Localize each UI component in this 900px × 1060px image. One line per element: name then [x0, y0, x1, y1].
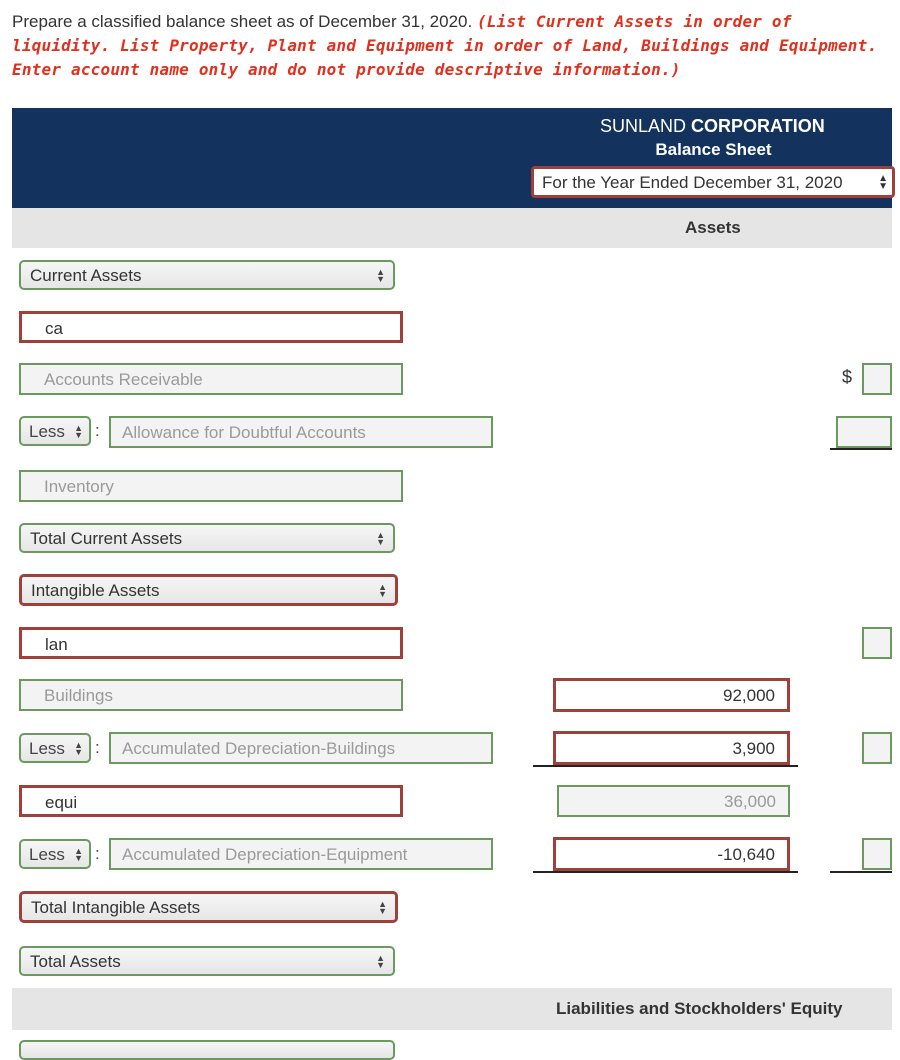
allowance-amount-input[interactable] [836, 416, 892, 448]
less-dropdown[interactable]: Less ▲▼ [19, 416, 91, 446]
input-value: Buildings [44, 686, 113, 705]
equipment-account-input[interactable]: equi [19, 785, 403, 817]
input-value: equi [45, 793, 78, 812]
current-assets-dropdown[interactable]: Current Assets ▲▼ [19, 260, 395, 290]
colon-separator: : [95, 738, 100, 757]
select-arrows-icon: ▲▼ [376, 953, 385, 970]
input-value: Accumulated Depreciation-Equipment [122, 845, 408, 864]
select-arrows-icon: ▲▼ [74, 846, 83, 863]
select-arrows-icon: ▲▼ [74, 740, 83, 757]
assets-section-band [12, 208, 892, 248]
instructions: Prepare a classified balance sheet as of… [12, 10, 892, 82]
buildings-field[interactable]: Buildings [19, 679, 403, 711]
input-value: 92,000 [723, 686, 775, 705]
period-value: For the Year Ended December 31, 2020 [542, 173, 843, 192]
dropdown-value: Less [29, 739, 65, 758]
input-value: Allowance for Doubtful Accounts [122, 423, 366, 442]
accum-dep-equipment-field[interactable]: Accumulated Depreciation-Equipment [109, 838, 493, 870]
liabilities-dropdown[interactable] [19, 1040, 395, 1060]
allowance-field[interactable]: Allowance for Doubtful Accounts [109, 416, 493, 448]
total-current-assets-dropdown[interactable]: Total Current Assets ▲▼ [19, 523, 395, 553]
input-value: lan [45, 635, 68, 654]
input-value: Accumulated Depreciation-Buildings [122, 739, 396, 758]
dropdown-value: Current Assets [30, 266, 142, 285]
input-value: 36,000 [724, 792, 776, 811]
dropdown-value: Total Intangible Assets [31, 898, 201, 917]
current-asset-account-input[interactable]: ca [19, 311, 403, 343]
select-arrows-icon: ▲▼ [378, 899, 387, 916]
accounts-receivable-amount-input[interactable] [862, 363, 892, 395]
less-dropdown[interactable]: Less ▲▼ [19, 839, 91, 869]
total-assets-dropdown[interactable]: Total Assets ▲▼ [19, 946, 395, 976]
subtotal-rule [830, 448, 892, 450]
buildings-amount-input[interactable]: 92,000 [553, 678, 790, 712]
liabilities-heading: Liabilities and Stockholders' Equity [556, 999, 843, 1018]
buildings-net-amount-input[interactable] [862, 732, 892, 764]
dropdown-value: Less [29, 422, 65, 441]
instructions-text: Prepare a classified balance sheet as of… [12, 12, 477, 31]
period-dropdown[interactable]: For the Year Ended December 31, 2020 ▲▼ [531, 166, 895, 198]
equipment-amount-input[interactable]: 36,000 [557, 785, 790, 817]
total-intangible-assets-dropdown[interactable]: Total Intangible Assets ▲▼ [19, 891, 398, 923]
statement-title: Balance Sheet [655, 140, 772, 159]
select-arrows-icon: ▲▼ [878, 173, 888, 192]
dropdown-value: Less [29, 845, 65, 864]
input-value: ca [45, 319, 63, 338]
input-value: Accounts Receivable [44, 370, 203, 389]
colon-separator: : [95, 844, 100, 863]
dollar-sign: $ [842, 367, 853, 387]
assets-heading: Assets [685, 218, 741, 237]
subtotal-rule [533, 765, 798, 767]
dropdown-value: Total Assets [30, 952, 121, 971]
accounts-receivable-field[interactable]: Accounts Receivable [19, 363, 403, 395]
accum-dep-buildings-amount-input[interactable]: 3,900 [553, 731, 790, 765]
total-rule [830, 871, 892, 873]
input-value: Inventory [44, 477, 114, 496]
dropdown-value: Intangible Assets [31, 581, 160, 600]
input-value: 3,900 [732, 739, 775, 758]
company-name: SUNLAND CORPORATION [600, 116, 825, 136]
input-value: -10,640 [717, 845, 775, 864]
colon-separator: : [95, 421, 100, 440]
select-arrows-icon: ▲▼ [378, 582, 387, 599]
subtotal-rule [533, 871, 798, 873]
less-dropdown[interactable]: Less ▲▼ [19, 733, 91, 763]
dropdown-value: Total Current Assets [30, 529, 183, 548]
inventory-field[interactable]: Inventory [19, 470, 403, 502]
liabilities-section-band [12, 988, 892, 1030]
land-amount-input[interactable] [862, 627, 892, 659]
select-arrows-icon: ▲▼ [376, 530, 385, 547]
accum-dep-buildings-field[interactable]: Accumulated Depreciation-Buildings [109, 732, 493, 764]
equipment-net-amount-input[interactable] [862, 838, 892, 870]
intangible-assets-dropdown[interactable]: Intangible Assets ▲▼ [19, 574, 398, 606]
accum-dep-equipment-amount-input[interactable]: -10,640 [553, 837, 790, 871]
land-account-input[interactable]: lan [19, 627, 403, 659]
select-arrows-icon: ▲▼ [376, 267, 385, 284]
instructions-note: (List Current Assets in order of liquidi… [12, 12, 878, 79]
select-arrows-icon: ▲▼ [74, 423, 83, 440]
